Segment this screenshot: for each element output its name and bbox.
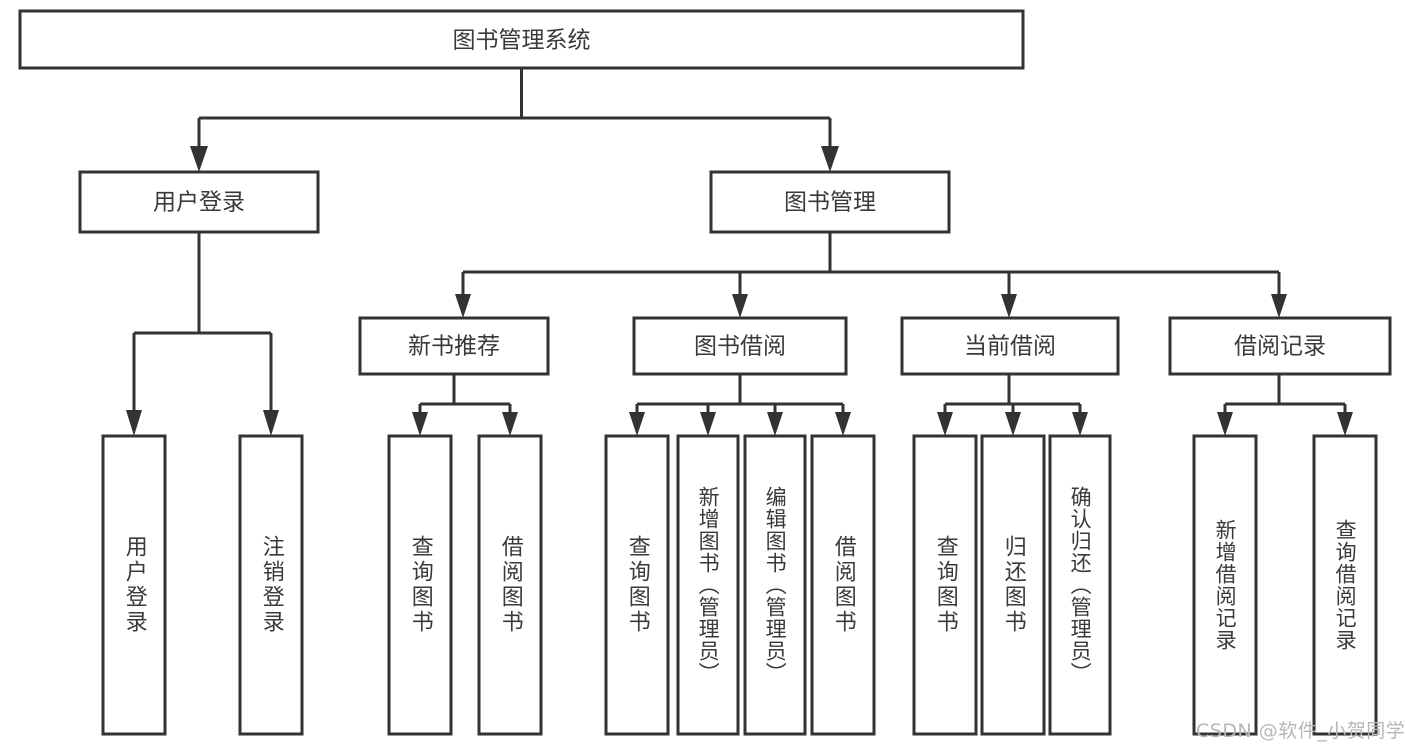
node-box-user-login[interactable] — [78, 170, 320, 234]
node-book-borrow[interactable]: 图书借阅 — [632, 316, 848, 376]
node-current-borrow[interactable]: 当前借阅 — [900, 316, 1120, 376]
node-new-book-recommend[interactable]: 新书推荐 — [358, 316, 550, 376]
arrow-head-cb-return-book — [1005, 412, 1021, 436]
node-box-book-manage[interactable] — [709, 170, 951, 234]
leaf-box-cb-return-book[interactable] — [980, 434, 1046, 736]
leaf-box-br-query-record[interactable] — [1312, 434, 1378, 736]
arrow-head-current-borrow — [1001, 294, 1017, 318]
node-root-system[interactable]: 图书管理系统 — [18, 9, 1025, 70]
connector-group-book-borrow — [629, 374, 851, 436]
leaf-box-cb-query-book[interactable] — [912, 434, 978, 736]
node-label-user-login: 用户登录 — [153, 190, 245, 216]
leaf-box-br-add-record[interactable] — [1192, 434, 1258, 736]
leaf-box-bb-add-book[interactable] — [676, 434, 740, 736]
node-label-book-manage: 图书管理 — [784, 190, 876, 216]
arrow-head-cb-confirm-return — [1072, 412, 1088, 436]
node-label-book-borrow: 图书借阅 — [694, 334, 786, 360]
arrow-head-book-manage — [821, 146, 839, 172]
connector-group-borrow-record — [1217, 374, 1353, 436]
node-box-current-borrow[interactable] — [900, 316, 1120, 376]
leaf-box-nbr-query-book[interactable] — [387, 434, 453, 736]
arrow-head-bb-add-book — [700, 412, 716, 436]
connector-group-root — [190, 68, 839, 172]
arrow-head-nbr-query-book — [412, 412, 428, 436]
connector-group-book-manage — [455, 232, 1287, 318]
arrow-head-book-borrow — [732, 294, 748, 318]
arrow-head-bb-borrow-book — [835, 412, 851, 436]
leaf-box-bb-borrow-book[interactable] — [810, 434, 876, 736]
leaf-box-user-login[interactable] — [101, 434, 167, 736]
node-label-root: 图书管理系统 — [453, 28, 591, 54]
leaf-box-logout[interactable] — [238, 434, 304, 736]
connector-group-current-borrow — [937, 374, 1088, 436]
csdn-watermark: CSDN @软件_小贺同学 — [1196, 720, 1405, 742]
node-box-root[interactable] — [18, 9, 1025, 70]
node-box-borrow-record[interactable] — [1168, 316, 1392, 376]
connector-group-new-book-rec — [412, 374, 518, 436]
arrow-head-bb-query-book — [629, 412, 645, 436]
node-label-current-borrow: 当前借阅 — [964, 334, 1056, 360]
leaf-box-bb-edit-book[interactable] — [743, 434, 807, 736]
leaf-box-bb-query-book[interactable] — [604, 434, 670, 736]
arrow-head-user-login — [190, 146, 208, 172]
node-label-new-book-recommend: 新书推荐 — [408, 334, 500, 360]
arrow-head-leaf-logout — [263, 410, 279, 436]
arrow-head-br-add-record — [1217, 412, 1233, 436]
connector-group-user-login — [126, 232, 279, 436]
arrow-head-new-book-rec — [455, 294, 471, 318]
leaf-box-cb-confirm-return[interactable] — [1048, 434, 1112, 736]
node-box-new-book-recommend[interactable] — [358, 316, 550, 376]
arrow-head-bb-edit-book — [767, 412, 783, 436]
node-book-manage[interactable]: 图书管理 — [709, 170, 951, 234]
arrow-head-br-query-record — [1337, 412, 1353, 436]
node-borrow-record[interactable]: 借阅记录 — [1168, 316, 1392, 376]
arrow-head-leaf-user-login — [126, 410, 142, 436]
arrow-head-cb-query-book — [937, 412, 953, 436]
leaf-box-nbr-borrow-book[interactable] — [477, 434, 543, 736]
arrow-head-nbr-borrow-book — [502, 412, 518, 436]
node-box-book-borrow[interactable] — [632, 316, 848, 376]
arrow-head-borrow-record — [1271, 294, 1287, 318]
node-label-borrow-record: 借阅记录 — [1234, 334, 1326, 360]
node-user-login[interactable]: 用户登录 — [78, 170, 320, 234]
